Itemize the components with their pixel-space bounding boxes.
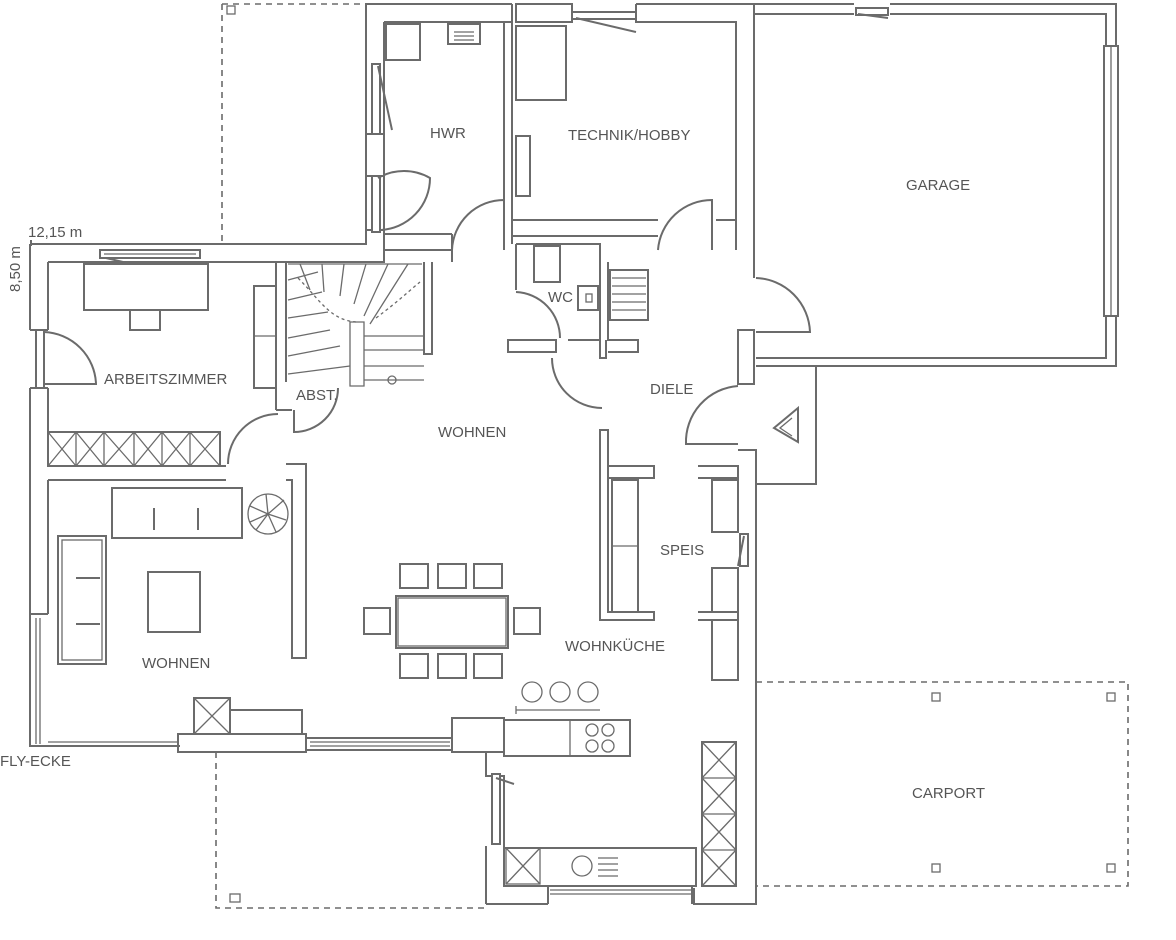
kitchen [503, 619, 739, 887]
room-label-fly-ecke: FLY-ECKE [0, 753, 71, 770]
storage-cabinets [611, 479, 739, 613]
utility-fixtures [365, 23, 567, 197]
staircase [287, 263, 424, 387]
room-label-abst: ABST. [296, 387, 338, 404]
room-label-hwr: HWR [430, 125, 466, 142]
dimension-markers [30, 240, 32, 246]
carport-posts [931, 692, 1116, 873]
living-furniture [57, 487, 303, 735]
room-labels: 12,15 m 8,50 m HWR TECHNIK/HOBBY GARAGE … [0, 125, 985, 802]
wc-fixtures [533, 245, 649, 321]
room-label-diele: DIELE [650, 381, 693, 398]
room-label-arbeitszimmer: ARBEITSZIMMER [104, 371, 228, 388]
room-label-wohnkueche: WOHNKÜCHE [565, 637, 665, 655]
room-label-carport: CARPORT [912, 785, 985, 802]
room-label-wc: WC [548, 289, 573, 306]
dining-set [363, 563, 541, 679]
room-label-garage: GARAGE [906, 177, 970, 194]
room-label-wohnen-hall: WOHNEN [438, 424, 506, 441]
room-label-technik: TECHNIK/HOBBY [568, 127, 691, 144]
entrance-arrow-icon [772, 405, 799, 444]
dashed-outlines [215, 3, 1129, 909]
door-swings [43, 170, 812, 465]
office-furniture [47, 263, 277, 467]
room-label-wohnen-living: WOHNEN [142, 655, 210, 672]
dim-width-label: 12,15 m [28, 224, 82, 241]
dim-depth-label: 8,50 m [7, 246, 24, 292]
room-label-speis: SPEIS [660, 542, 704, 559]
